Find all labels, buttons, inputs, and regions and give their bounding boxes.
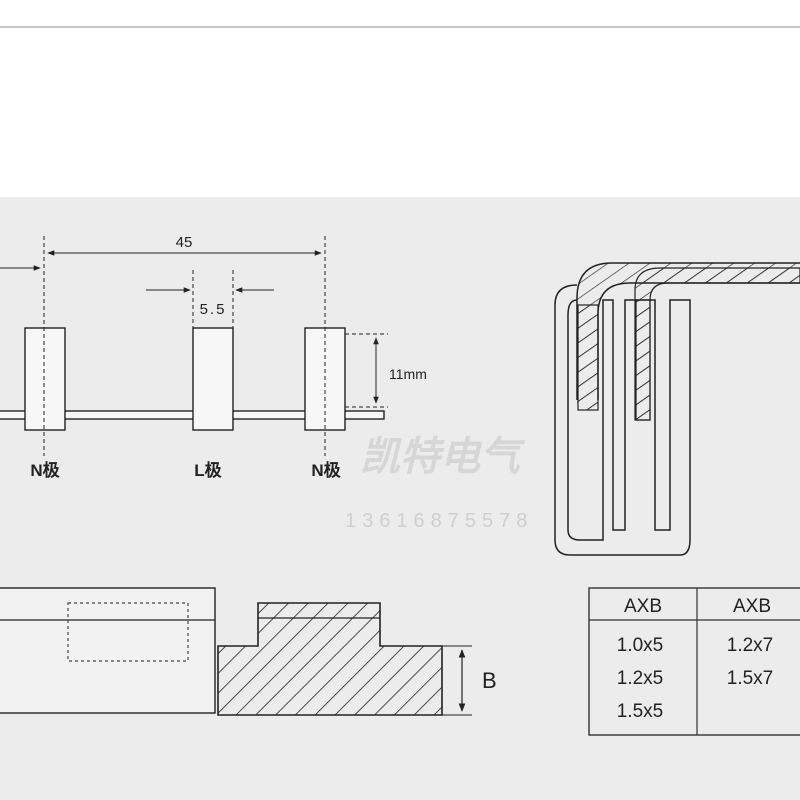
pole-label-center: L极 <box>194 461 221 480</box>
table-cell: 1.5x5 <box>617 701 663 722</box>
pin-center <box>192 327 234 431</box>
table-cell: 1.2x5 <box>617 668 663 689</box>
hatched-profile <box>217 602 443 716</box>
pin-left <box>24 327 66 431</box>
table-header-1: AXB <box>624 596 662 617</box>
thickness-label: B <box>482 668 497 693</box>
cross-section-view: B <box>0 587 497 716</box>
watermark-brand: 凯特电气 <box>360 435 526 479</box>
top-divider <box>0 26 800 28</box>
side-section-view <box>554 262 800 556</box>
front-view: 45 5.5 11mm N极 L极 N极 <box>0 234 427 480</box>
watermark-phone: 13616875578 <box>345 510 533 532</box>
pin-height-label: 11mm <box>389 366 427 382</box>
table-cell: 1.5x7 <box>727 668 773 689</box>
pole-label-left: N极 <box>30 461 59 480</box>
pole-label-right: N极 <box>311 461 340 480</box>
pin-width-label: 5.5 <box>200 301 227 318</box>
busbar-strip <box>0 410 385 420</box>
pitch-dimension-label: 45 <box>176 234 193 251</box>
table-header-2: AXB <box>733 596 771 617</box>
size-table: AXB AXB 1.0x5 1.2x5 1.5x5 1.2x7 1.5x7 <box>588 587 800 736</box>
table-cell: 1.0x5 <box>617 635 663 656</box>
table-cell: 1.2x7 <box>727 635 773 656</box>
